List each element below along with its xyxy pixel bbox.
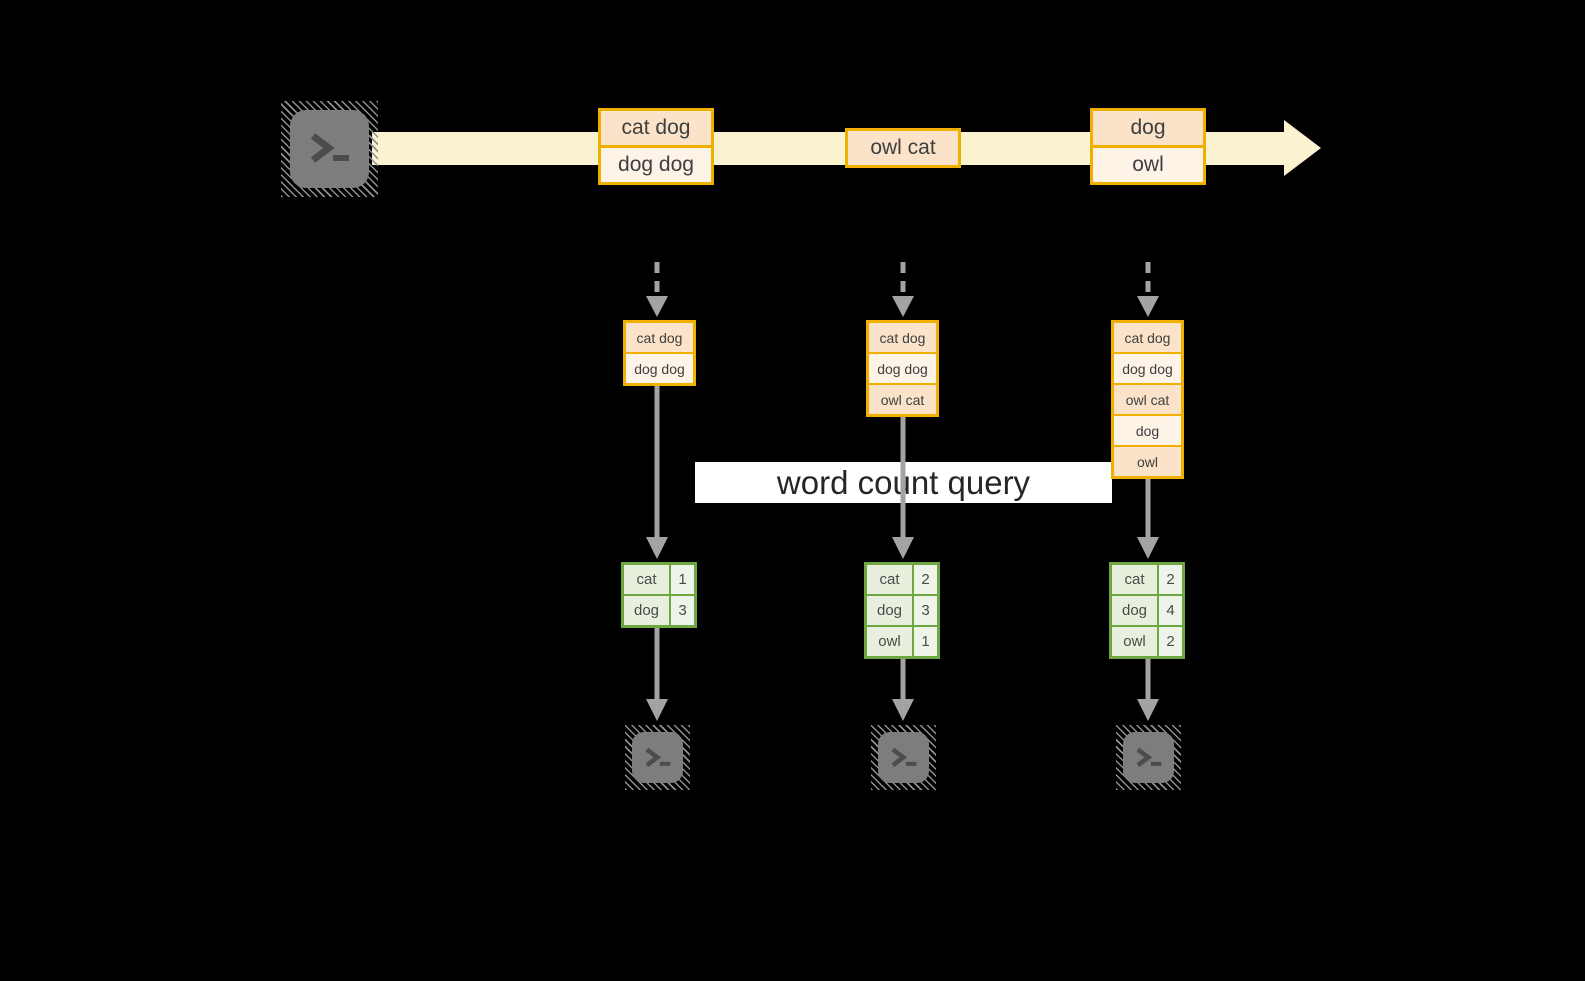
terminal-prompt-icon <box>1136 747 1161 767</box>
ingest-arrowhead-2-icon <box>892 296 914 317</box>
terminal-screen <box>1123 732 1174 783</box>
count-word: cat <box>1112 565 1157 594</box>
count-table-2: cat 2 dog 3 owl 1 <box>864 562 940 659</box>
buffer-record: dog <box>1114 416 1181 445</box>
buffer-stack-2: cat dog dog dog owl cat <box>866 320 939 417</box>
output-arrowhead-3-icon <box>1137 699 1159 721</box>
sink-terminal-icon-1 <box>625 725 690 790</box>
query-banner: word count query <box>695 462 1112 503</box>
sink-terminal-icon-3 <box>1116 725 1181 790</box>
buffer-record: cat dog <box>869 323 936 352</box>
count-value: 2 <box>1159 565 1182 594</box>
query-arrowhead-3-icon <box>1137 537 1159 559</box>
buffer-record: owl cat <box>1114 385 1181 414</box>
output-arrowhead-1-icon <box>646 699 668 721</box>
buffer-record: cat dog <box>626 323 693 352</box>
buffer-record: owl <box>1114 447 1181 476</box>
source-terminal-icon <box>281 101 378 197</box>
query-label: word count query <box>776 463 1031 501</box>
count-word: owl <box>1112 627 1157 656</box>
count-word: dog <box>1112 596 1157 625</box>
ingest-arrowhead-1-icon <box>646 296 668 317</box>
query-arrowhead-1-icon <box>646 537 668 559</box>
terminal-screen <box>290 110 369 188</box>
count-value: 1 <box>671 565 694 594</box>
terminal-prompt-icon <box>310 133 349 163</box>
stream-record: dog <box>1093 111 1203 145</box>
count-value: 3 <box>671 596 694 625</box>
stream-arrowhead-icon <box>1284 120 1321 176</box>
query-arrowhead-2-icon <box>892 537 914 559</box>
terminal-prompt-icon <box>645 747 670 767</box>
sink-terminal-icon-2 <box>871 725 936 790</box>
stream-record: owl cat <box>848 131 958 165</box>
count-value: 2 <box>914 565 937 594</box>
count-word: dog <box>867 596 912 625</box>
terminal-prompt-icon <box>891 747 916 767</box>
stream-event-3: dog owl <box>1090 108 1206 185</box>
buffer-stack-3: cat dog dog dog owl cat dog owl <box>1111 320 1184 479</box>
count-value: 3 <box>914 596 937 625</box>
stream-record: dog dog <box>601 148 711 182</box>
buffer-record: dog dog <box>626 354 693 383</box>
buffer-record: cat dog <box>1114 323 1181 352</box>
stream-record: cat dog <box>601 111 711 145</box>
buffer-record: dog dog <box>1114 354 1181 383</box>
stream-event-2: owl cat <box>845 128 961 168</box>
stream-record: owl <box>1093 148 1203 182</box>
count-table-1: cat 1 dog 3 <box>621 562 697 628</box>
count-word: cat <box>624 565 669 594</box>
buffer-record: dog dog <box>869 354 936 383</box>
count-value: 1 <box>914 627 937 656</box>
count-word: dog <box>624 596 669 625</box>
count-value: 4 <box>1159 596 1182 625</box>
terminal-screen <box>632 732 683 783</box>
buffer-record: owl cat <box>869 385 936 414</box>
terminal-screen <box>878 732 929 783</box>
ingest-arrowhead-3-icon <box>1137 296 1159 317</box>
buffer-stack-1: cat dog dog dog <box>623 320 696 386</box>
count-value: 2 <box>1159 627 1182 656</box>
stream-event-1: cat dog dog dog <box>598 108 714 185</box>
count-word: cat <box>867 565 912 594</box>
count-word: owl <box>867 627 912 656</box>
output-arrowhead-2-icon <box>892 699 914 721</box>
count-table-3: cat 2 dog 4 owl 2 <box>1109 562 1185 659</box>
